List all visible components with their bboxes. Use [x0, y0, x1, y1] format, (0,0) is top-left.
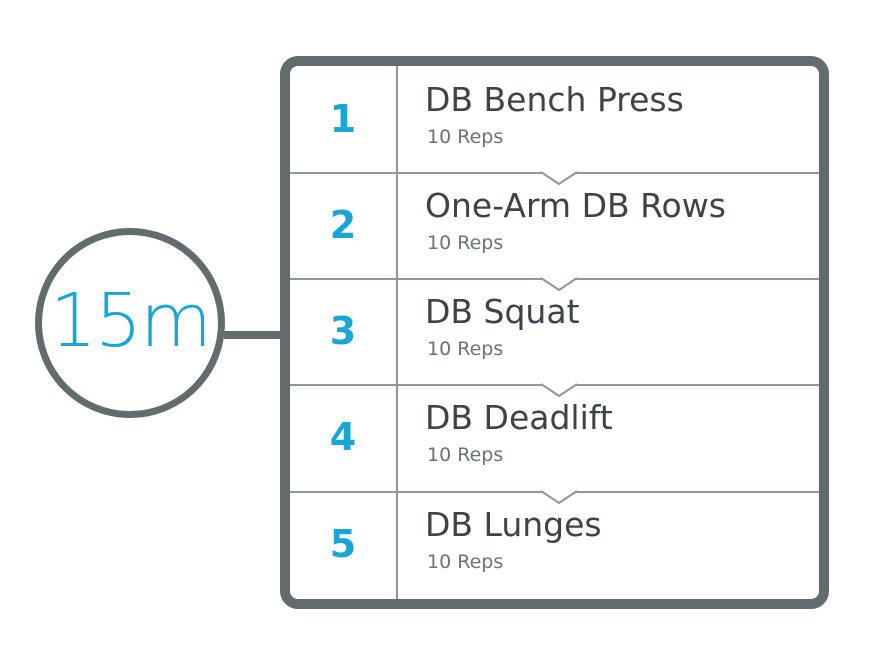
timer-connector	[224, 331, 284, 339]
exercise-row-1: 1 DB Bench Press 10 Reps	[290, 66, 819, 172]
exercise-reps: 10 Reps	[427, 126, 504, 148]
exercise-list-panel: 1 DB Bench Press 10 Reps 2 One-Arm DB Ro…	[280, 56, 829, 609]
exercise-name: DB Lunges	[425, 505, 602, 544]
exercise-reps: 10 Reps	[427, 338, 504, 360]
chevron-down-icon	[541, 383, 577, 397]
exercise-name: One-Arm DB Rows	[425, 186, 726, 225]
timer-circle: 15m	[35, 228, 225, 418]
exercise-reps: 10 Reps	[427, 444, 504, 466]
exercise-name: DB Squat	[425, 292, 580, 331]
exercise-number: 3	[329, 309, 357, 353]
exercise-row-3: 3 DB Squat 10 Reps	[290, 277, 819, 384]
exercise-number: 2	[329, 203, 357, 247]
exercise-number: 4	[329, 415, 357, 459]
exercise-name: DB Bench Press	[425, 80, 684, 119]
exercise-name: DB Deadlift	[425, 398, 613, 437]
exercise-reps: 10 Reps	[427, 551, 504, 573]
exercise-number: 1	[329, 97, 357, 141]
chevron-down-icon	[541, 277, 577, 291]
timer-label: 15m	[49, 278, 212, 364]
exercise-row-5: 5 DB Lunges 10 Reps	[290, 490, 819, 597]
exercise-row-2: 2 One-Arm DB Rows 10 Reps	[290, 171, 819, 278]
exercise-row-4: 4 DB Deadlift 10 Reps	[290, 383, 819, 490]
exercise-reps: 10 Reps	[427, 232, 504, 254]
chevron-down-icon	[541, 490, 577, 504]
number-column-divider	[396, 66, 398, 599]
exercise-number: 5	[329, 522, 357, 566]
chevron-down-icon	[541, 171, 577, 185]
